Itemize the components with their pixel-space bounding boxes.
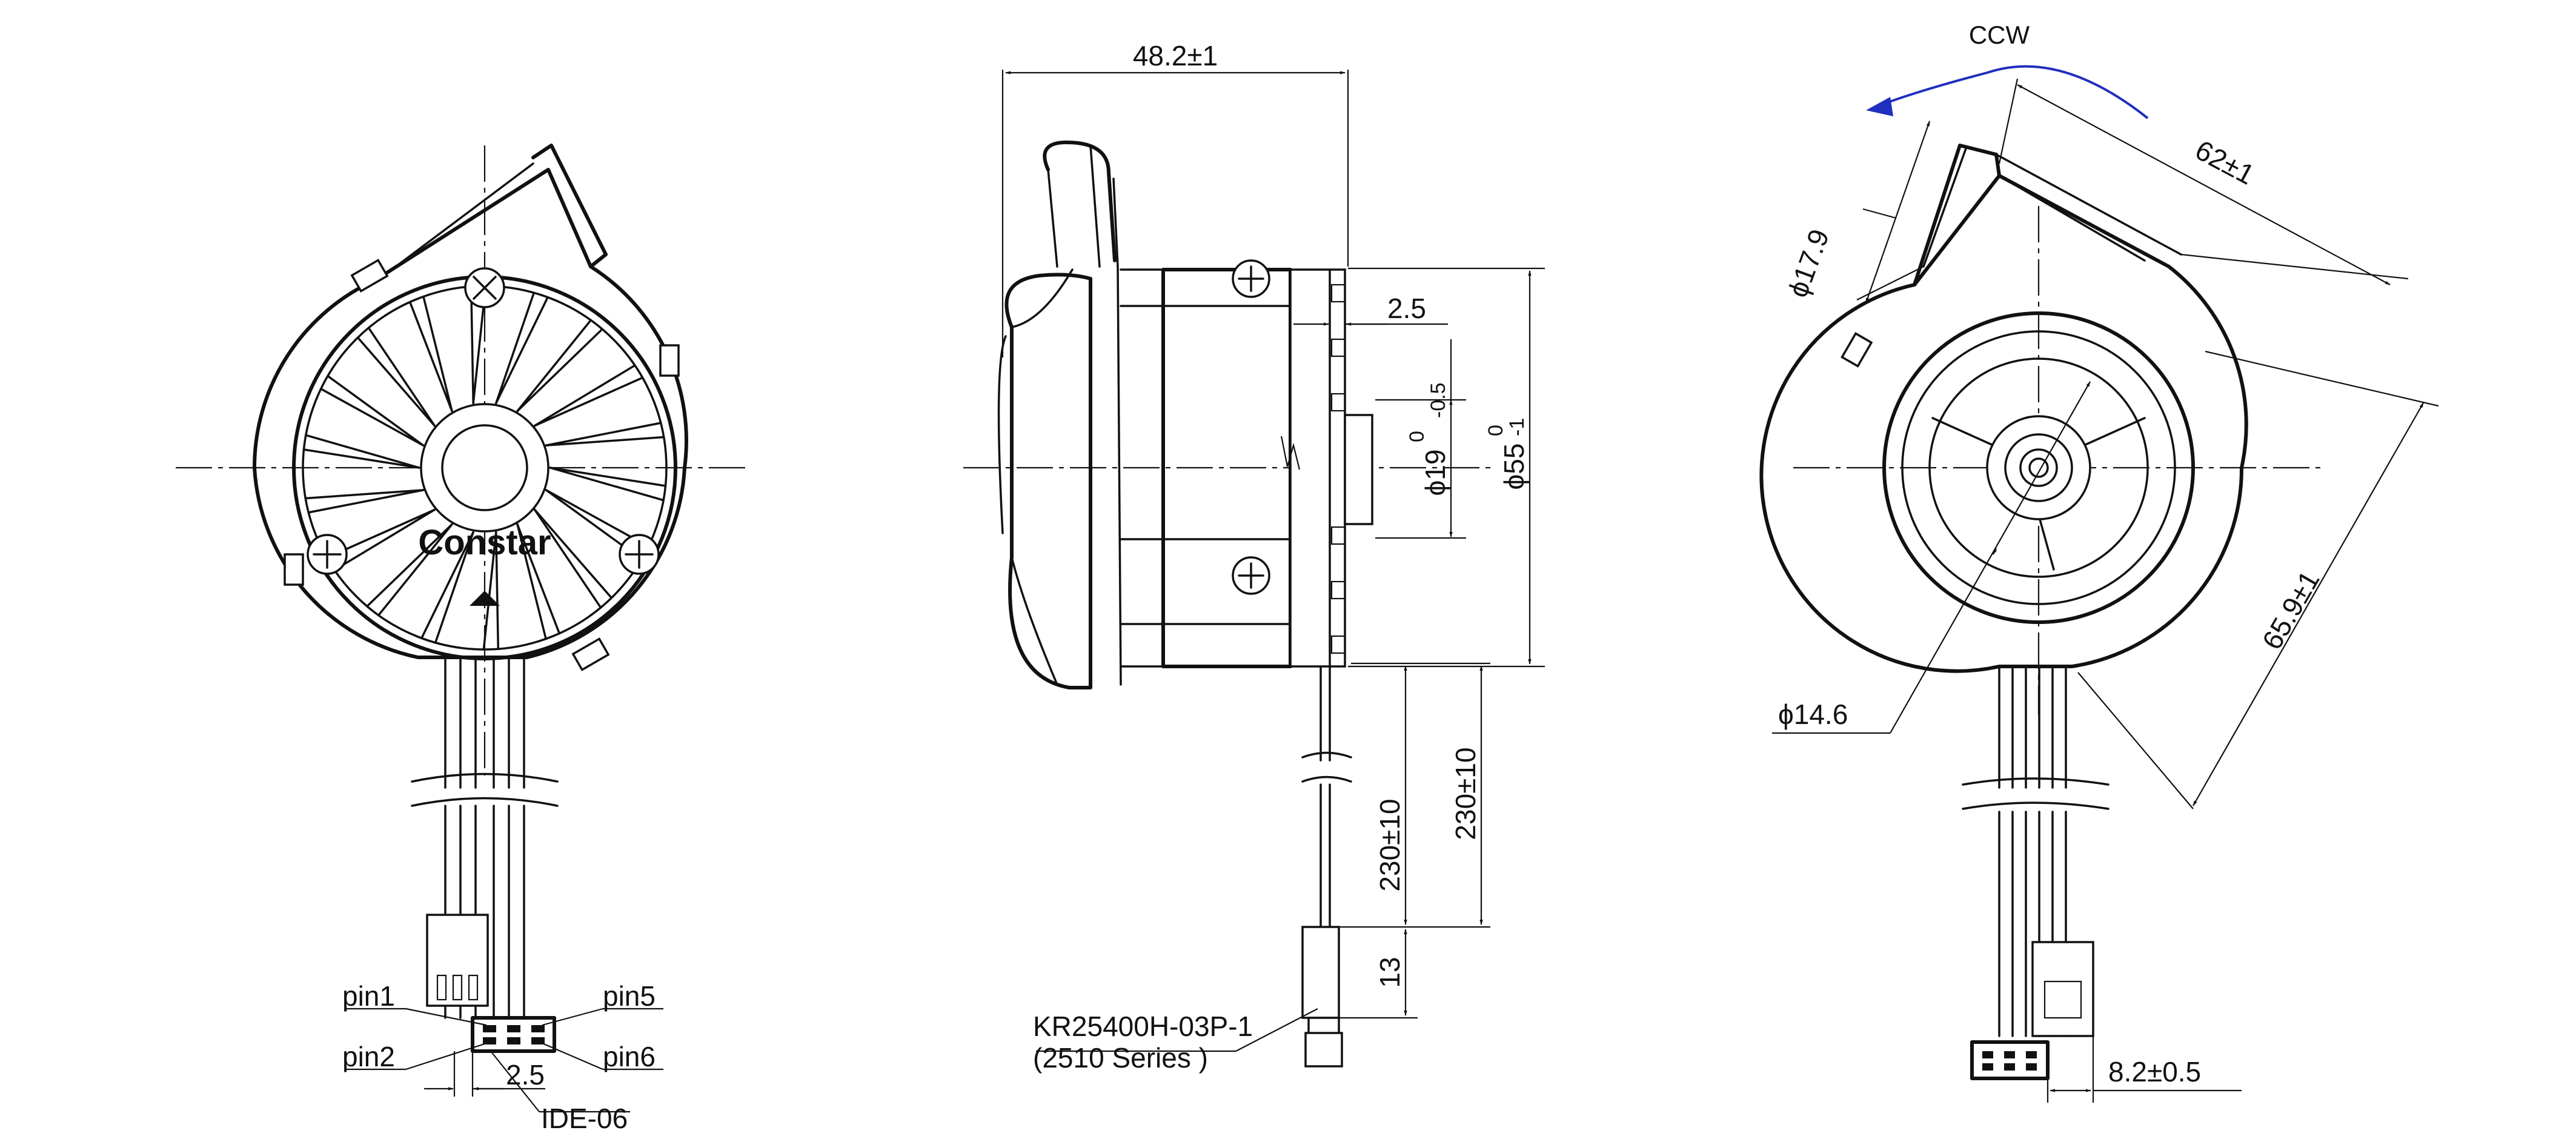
side-hub-boss bbox=[1344, 414, 1373, 525]
impeller-blade bbox=[333, 508, 436, 571]
housing-width-dim: 62±1 bbox=[2190, 134, 2259, 191]
front-connector-plug bbox=[426, 914, 489, 1007]
impeller-blade bbox=[533, 364, 636, 427]
ccw-rotation-arrow bbox=[1877, 65, 2149, 119]
pin5-label: pin5 bbox=[603, 980, 656, 1012]
rear-wire-bundle bbox=[1962, 665, 2110, 1037]
impeller-blade bbox=[516, 523, 561, 635]
impeller-blade bbox=[470, 285, 474, 405]
side-lead-wire bbox=[1301, 665, 1352, 928]
impeller-blade bbox=[377, 523, 453, 617]
impeller-blade bbox=[367, 327, 436, 427]
impeller-blade bbox=[549, 467, 665, 502]
impeller-blade bbox=[434, 531, 474, 644]
rear-shaft bbox=[1986, 415, 2091, 520]
connector-length-dim: 13 bbox=[1374, 957, 1406, 988]
impeller-blade bbox=[327, 374, 425, 447]
hub-diameter-dim: ϕ19 bbox=[1419, 450, 1451, 496]
impeller-blade bbox=[533, 508, 602, 609]
rear-connector-plug bbox=[2031, 941, 2094, 1037]
pin2-label: pin2 bbox=[342, 1041, 395, 1072]
impeller-blade bbox=[516, 328, 603, 413]
rear-outlet bbox=[1913, 144, 2001, 287]
impeller-blade bbox=[533, 508, 613, 599]
rear-view: CCW 62±1 65.9±1 ϕ17.9 ϕ14.6 8.2±0.5 bbox=[1759, 21, 2439, 1103]
impeller-blades bbox=[302, 285, 667, 651]
impeller-blade bbox=[366, 523, 453, 608]
impeller-blade bbox=[516, 319, 592, 413]
connector-part-number: KR25400H-03P-1 bbox=[1033, 1011, 1253, 1042]
rear-ide-connector bbox=[1970, 1040, 2050, 1080]
impeller-blade bbox=[495, 531, 500, 650]
body-tol-upper: 0 bbox=[1484, 425, 1507, 436]
front-hub bbox=[420, 403, 549, 533]
side-scroll-housing bbox=[1004, 273, 1092, 689]
hub-tol-upper: 0 bbox=[1406, 431, 1429, 442]
impeller-blade bbox=[408, 301, 453, 413]
lead-length-dim: 230±10 bbox=[1374, 799, 1406, 891]
mount-screw bbox=[307, 534, 348, 575]
pin-pitch-dim: 2.5 bbox=[506, 1059, 545, 1091]
side-view: 48.2±1 2.5 ϕ19 0 -0.5 ϕ55 0 -1 bbox=[963, 40, 1545, 1074]
outlet-diameter-dim: ϕ17.9 bbox=[1782, 225, 1835, 301]
brand-logo: Constar bbox=[418, 523, 551, 562]
impeller-blade bbox=[549, 467, 667, 487]
impeller-blade bbox=[545, 436, 665, 447]
impeller-blade bbox=[545, 422, 662, 447]
overall-lead-dim: 230±10 bbox=[1450, 747, 1481, 840]
offset-dim: 2.5 bbox=[1387, 293, 1426, 324]
impeller-blade bbox=[422, 295, 453, 413]
impeller-blade bbox=[307, 489, 425, 514]
housing-height-dim: 65.9±1 bbox=[2256, 565, 2326, 655]
hub-tol-lower: -0.5 bbox=[1427, 382, 1450, 418]
shaft-diameter-dim: ϕ14.6 bbox=[1778, 699, 1848, 730]
impeller-blade bbox=[305, 434, 420, 469]
ide-06-connector bbox=[471, 1016, 556, 1053]
mount-screw bbox=[464, 267, 505, 308]
mount-screw bbox=[619, 534, 660, 575]
pin6-label: pin6 bbox=[603, 1041, 656, 1072]
impeller-blade bbox=[304, 489, 425, 500]
impeller-blade bbox=[356, 336, 436, 427]
connector-label: IDE-06 bbox=[541, 1103, 628, 1134]
front-view: Constar bbox=[176, 144, 751, 1134]
side-screw bbox=[1232, 556, 1270, 595]
impeller-blade bbox=[319, 388, 425, 447]
side-connector bbox=[1301, 926, 1343, 1068]
connector-width-dim: 8.2±0.5 bbox=[2108, 1056, 2201, 1088]
body-diameter-dim: ϕ55 bbox=[1498, 443, 1530, 490]
impeller-blade bbox=[302, 448, 420, 469]
side-screw bbox=[1232, 259, 1270, 298]
connector-series: (2510 Series ) bbox=[1033, 1042, 1208, 1074]
impeller-blade bbox=[482, 531, 497, 651]
impeller-blade bbox=[495, 291, 536, 405]
pin1-label: pin1 bbox=[342, 980, 395, 1012]
impeller-blade bbox=[420, 531, 474, 640]
front-outlet bbox=[531, 144, 608, 268]
body-tol-lower: -1 bbox=[1505, 418, 1529, 436]
front-wire-bundle bbox=[411, 656, 559, 1019]
impeller-blade bbox=[495, 296, 549, 405]
width-dim: 48.2±1 bbox=[1133, 40, 1218, 71]
impeller-blade bbox=[516, 523, 547, 640]
impeller-blade bbox=[533, 376, 644, 427]
rotation-label: CCW bbox=[1969, 21, 2030, 49]
